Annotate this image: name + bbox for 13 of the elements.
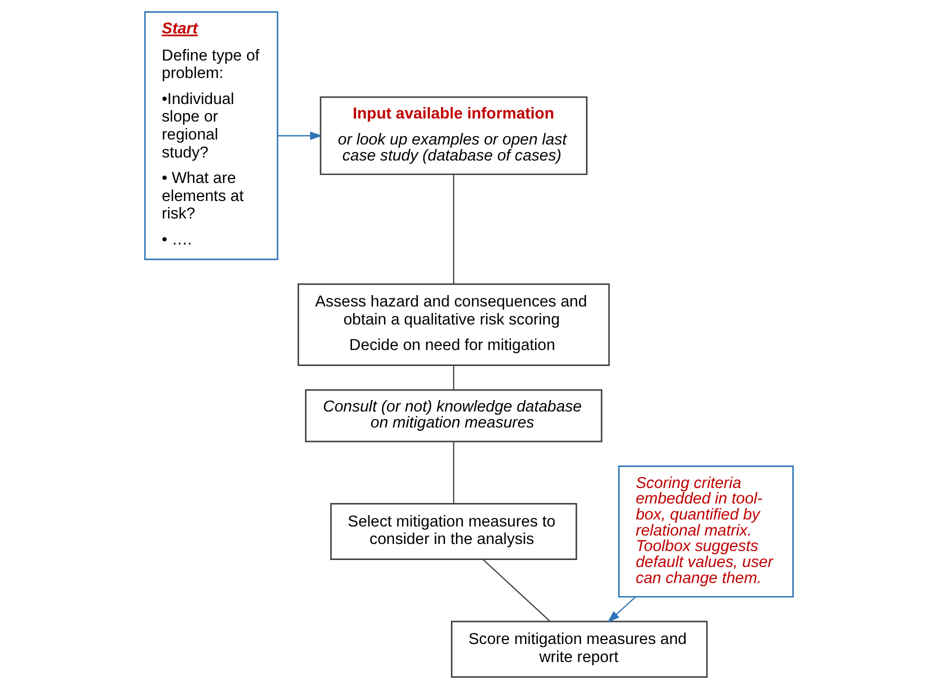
connector xyxy=(453,174,454,284)
arrow xyxy=(278,131,322,140)
connector xyxy=(453,442,454,504)
arrow xyxy=(607,596,636,623)
node-box: Start Define type of problem: •Individual slope or regional study? • What are elements at risk? • …. xyxy=(144,11,278,260)
node-box: Score mitigation measures and write report xyxy=(450,620,708,678)
node-box: Scoring criteria embedded in tool-box, quantified by relational matrix. Toolbox suggests default values, user can change them. xyxy=(618,465,794,598)
node-box: Assess hazard and consequences and obtain a qualitative risk scoring Decide on need for mitigation xyxy=(298,283,610,366)
node-box: Consult (or not) knowledge database on mitigation measures xyxy=(305,389,602,442)
node-box: Select mitigation measures to consider in the analysis xyxy=(330,503,578,560)
node-box: Input available information or look up examples or open last case study (database of cases) xyxy=(320,96,588,176)
connector xyxy=(453,366,454,390)
connector xyxy=(482,558,550,622)
